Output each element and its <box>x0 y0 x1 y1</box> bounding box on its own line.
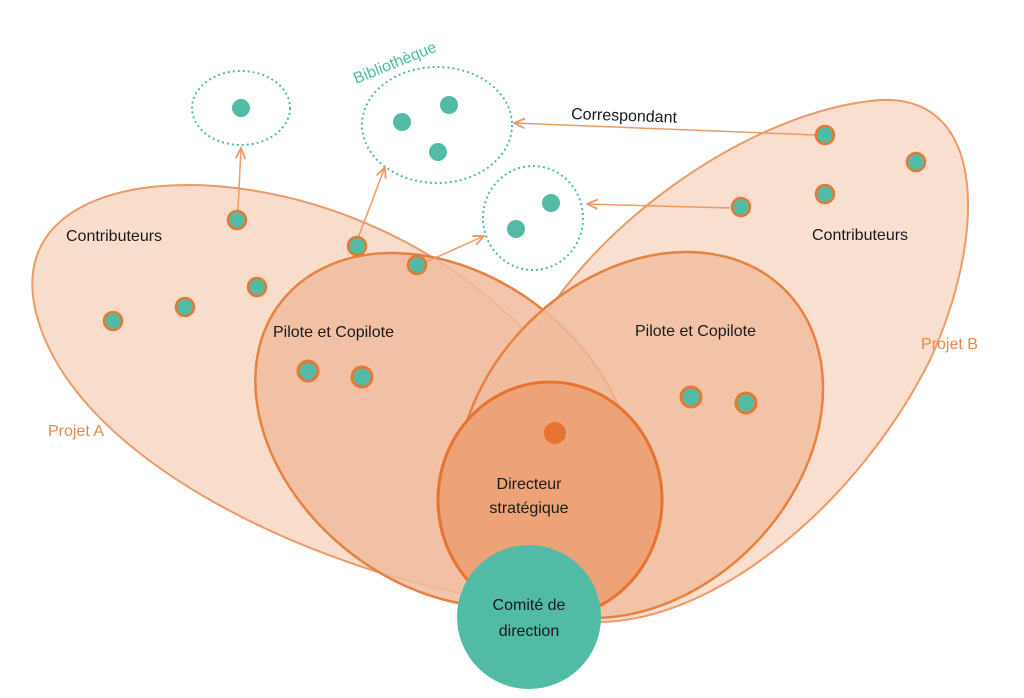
library-member-dot <box>429 143 447 161</box>
contributor-dot <box>814 183 836 205</box>
pilot-dot <box>679 385 703 409</box>
contributor-arrow <box>425 236 484 263</box>
contributor-dot <box>226 209 248 231</box>
correspondent-arrow <box>514 123 816 136</box>
contributor-dot <box>346 235 368 257</box>
library-label: Bibliothèque <box>351 39 439 88</box>
external-group-right <box>482 165 584 271</box>
contributor-dot <box>406 254 428 276</box>
contributor-arrow <box>587 204 731 208</box>
pilot-a-label: Pilote et Copilote <box>273 324 394 341</box>
pilot-dot <box>296 359 320 383</box>
correspondent-dot <box>814 124 836 146</box>
committee-circle <box>457 545 601 689</box>
copilot-dot <box>350 365 374 389</box>
project-a-contributors <box>102 209 428 332</box>
correspondent-label: Correspondant <box>571 106 678 127</box>
contributor-arrow <box>238 148 241 211</box>
contributors-b-label: Contributeurs <box>812 227 908 244</box>
external-member-dot <box>507 220 525 238</box>
contributor-dot <box>102 310 124 332</box>
contributors-a-label: Contributeurs <box>66 228 162 245</box>
project-b-contributors <box>730 124 927 218</box>
contributor-dot <box>246 276 268 298</box>
committee-label-line2: direction <box>499 623 559 640</box>
contributor-dot <box>174 296 196 318</box>
library-member-dot <box>440 96 458 114</box>
external-group-left <box>191 70 291 146</box>
director-dot <box>544 422 566 444</box>
library-member-dot <box>393 113 411 131</box>
director-label-line2: stratégique <box>489 500 568 517</box>
committee-label-line1: Comité de <box>493 597 566 614</box>
copilot-dot <box>734 391 758 415</box>
contributor-dot <box>905 151 927 173</box>
project-a-label: Projet A <box>48 423 104 440</box>
pilot-b-label: Pilote et Copilote <box>635 323 756 340</box>
pilot-a-members <box>296 359 374 389</box>
contributor-dot <box>730 196 752 218</box>
library-group <box>361 66 513 184</box>
pilot-b-members <box>679 385 758 415</box>
external-member-dot <box>542 194 560 212</box>
contributor-arrow <box>357 167 385 239</box>
external-member-dot <box>232 99 250 117</box>
project-b-label: Projet B <box>921 336 978 353</box>
director-label-line1: Directeur <box>497 476 563 493</box>
